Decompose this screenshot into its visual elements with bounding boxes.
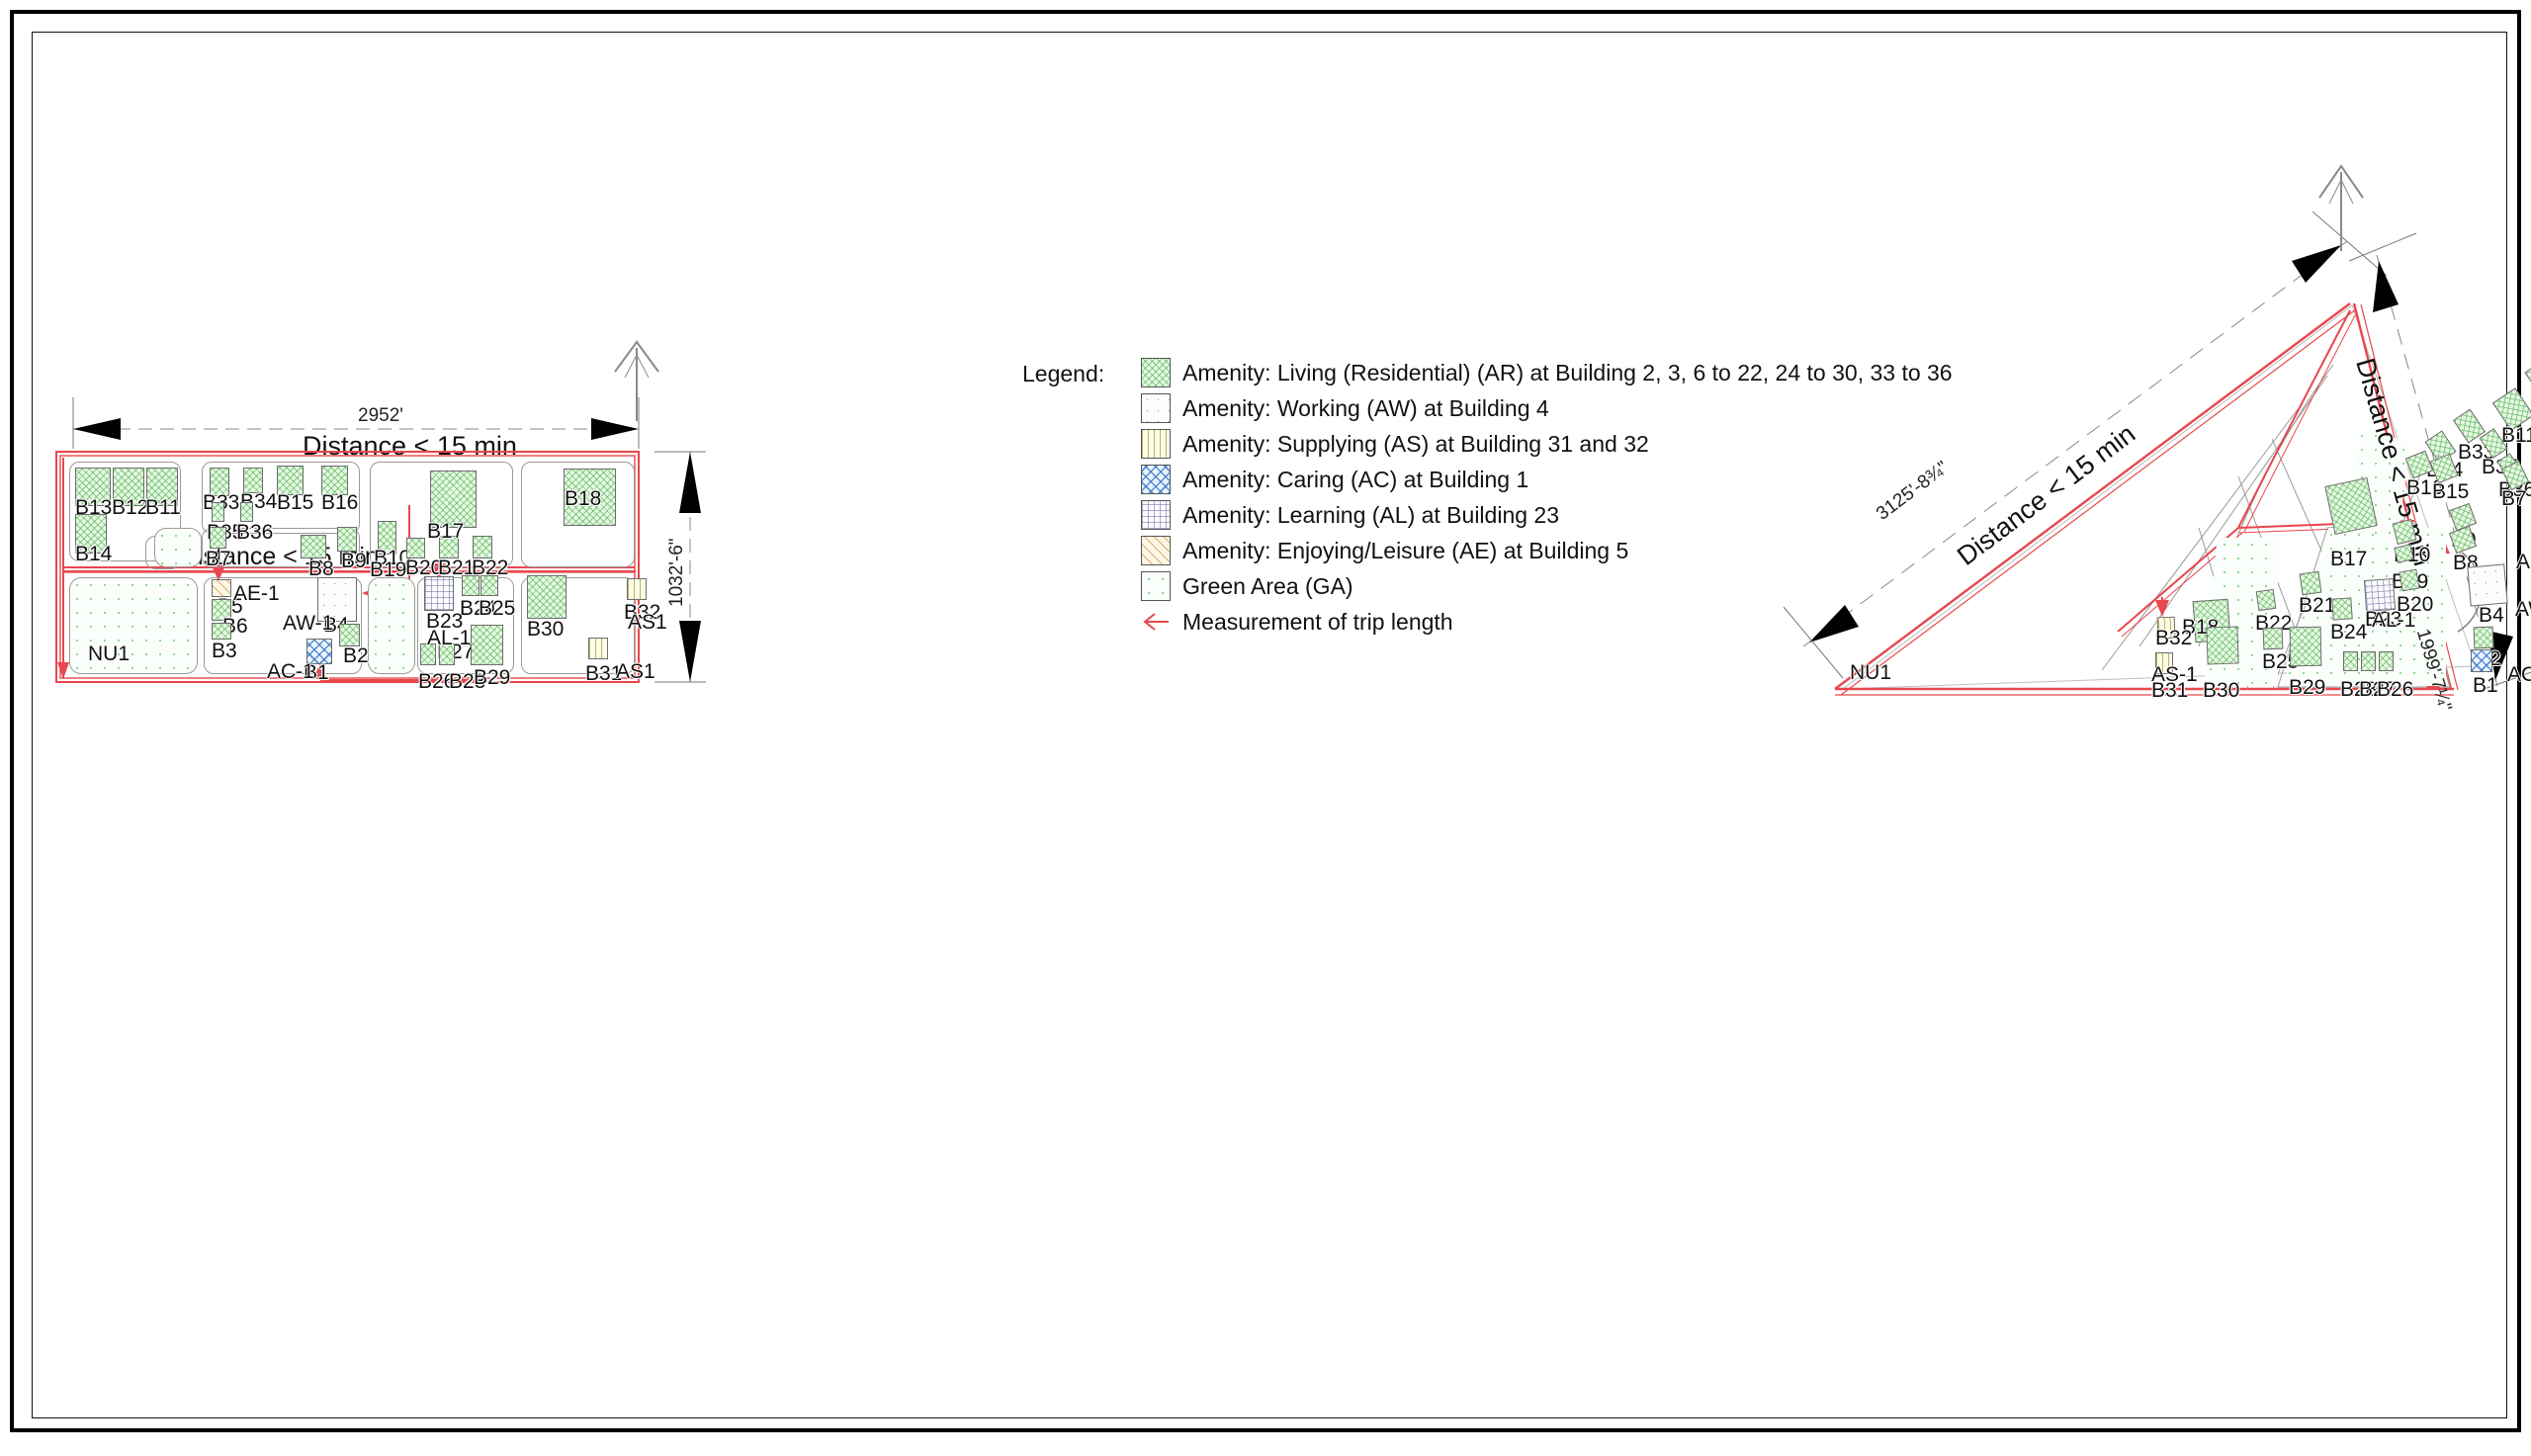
green-area-label-NU1: NU1 [88,642,130,666]
building-b23[interactable] [2364,578,2396,612]
building-b29[interactable] [2290,627,2322,667]
building-b22[interactable] [2256,589,2277,611]
amenity-label-ac-1: AC-1 [267,660,314,684]
building-b29[interactable] [471,625,503,665]
building-label-b15: B15 [2432,480,2469,504]
building-b27[interactable] [2361,651,2376,671]
building-b24[interactable] [2331,597,2352,620]
amenity-label-al-1: AL-1 [2372,609,2415,633]
amenity-label-ae-1: AE-1 [233,582,280,606]
amenity-label-ae-1: AE-1 [2516,551,2531,574]
building-label-b1: B1 [2473,674,2498,698]
building-b4[interactable] [2467,563,2507,606]
building-b20[interactable] [2399,569,2419,592]
green-area-label-NU1: NU1 [1850,661,1891,685]
building-label-b30: B30 [2203,679,2239,703]
amenity-label-as-1: AS-1 [2151,663,2198,687]
building-b36[interactable] [240,502,253,522]
building-b28[interactable] [2343,651,2358,671]
building-b1[interactable] [2471,649,2492,672]
building-b9[interactable] [337,527,357,552]
building-b30[interactable] [2206,626,2238,664]
building-label-b21: B21 [2299,594,2335,618]
green-parcel [368,577,415,674]
building-label-b3: B3 [212,640,237,663]
amenity-label-al-1: AL-1 [427,627,471,650]
building-b25[interactable] [2263,628,2284,650]
amenity-label-aw-1: AW-1 [2515,598,2531,622]
building-b32[interactable] [627,578,647,600]
sheet-frame-outer: Legend: Amenity: Living (Residential) (A… [10,10,2521,1432]
building-label-b12: B12 [112,496,148,520]
building-b30[interactable] [527,575,567,619]
building-label-b36: B36 [236,521,273,545]
building-b21[interactable] [2300,571,2322,596]
building-label-b4: B4 [2479,604,2504,628]
building-label-b17: B17 [427,520,464,544]
building-label-b24: B24 [2330,621,2367,644]
building-b2[interactable] [2474,627,2494,649]
building-label-b26: B26 [2377,678,2413,702]
building-label-b2: B2 [343,644,369,668]
building-label-b15: B15 [277,491,313,515]
building-label-b18: B18 [565,487,601,511]
building-label-b30: B30 [527,618,564,642]
building-label-b32: B32 [2155,627,2192,650]
left-plan-route-lines [14,14,1200,1456]
building-label-b14: B14 [75,543,112,566]
building-label-b29: B29 [474,666,510,690]
building-b26[interactable] [2379,651,2394,671]
building-label-b9: B9 [341,550,367,573]
building-b24[interactable] [462,575,480,596]
left-orthogonal-plan: 2952' 1032'-6" Distance < 15 min Distanc… [14,14,1200,1456]
building-label-b11: B11 [2501,424,2531,448]
building-b22[interactable] [473,536,492,558]
building-label-b7: B7 [2501,487,2527,511]
amenity-label-aw-1: AW-1 [283,612,333,636]
building-b2[interactable] [339,624,360,646]
building-label-b7: B7 [206,548,231,571]
building-b3[interactable] [212,623,231,640]
green-parcel [154,528,202,567]
building-b20[interactable] [406,538,425,558]
amenity-label-as1: AS1 [628,611,667,635]
building-b31[interactable] [588,638,608,659]
amenity-label-ac-1: AC-1 [2507,663,2531,687]
right-plan-geometry [1250,14,2531,1456]
building-b23[interactable] [424,576,454,611]
building-label-b11: B11 [145,496,181,520]
building-b25[interactable] [480,575,498,596]
building-b8[interactable] [301,535,326,558]
building-b35[interactable] [212,502,224,522]
building-label-b29: B29 [2289,676,2325,700]
amenity-label-as1: AS1 [616,660,655,684]
right-radial-plan: Distance < 15 min Distance < 15 min 3125… [1250,14,2531,1456]
building-label-b25: B25 [479,597,515,621]
building-label-b16: B16 [321,491,358,515]
building-label-b19: B19 [370,558,406,582]
building-b7[interactable] [210,527,226,549]
building-label-b17: B17 [2330,548,2367,571]
